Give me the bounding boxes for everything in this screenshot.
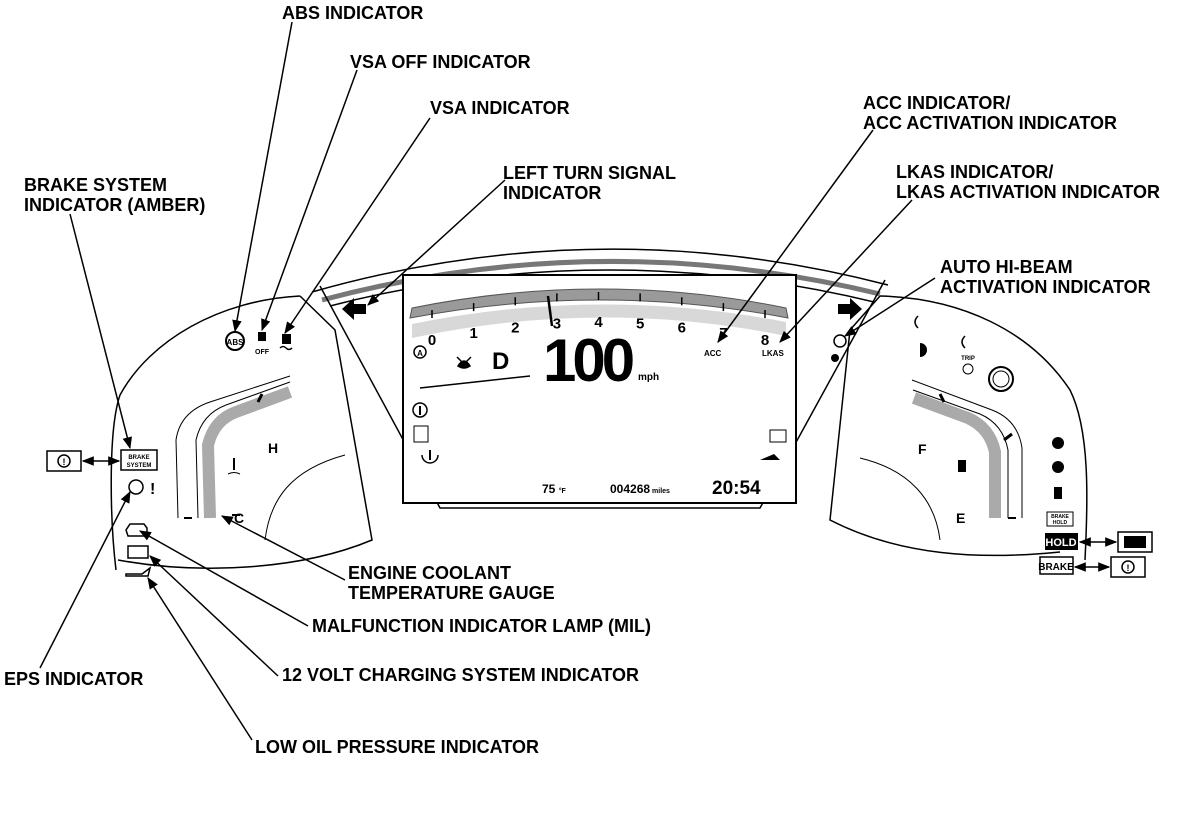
vsa-icon (279, 334, 293, 351)
fog-light-icon (914, 315, 919, 329)
gear-indicator: D (492, 348, 509, 375)
tach-tick-label: 8 (761, 332, 769, 349)
speed-unit: mph (638, 372, 659, 383)
low-oil-pressure-callout: LOW OIL PRESSURE INDICATOR (255, 737, 540, 757)
mil-callout: MALFUNCTION INDICATOR LAMP (MIL) (312, 616, 651, 636)
speedometer-readout: 100 (543, 327, 633, 394)
engine-mil-icon (125, 523, 148, 537)
brake-system-box-icon: BRAKE SYSTEM (120, 449, 158, 471)
vsa-off-indicator-label: VSA OFF INDICATOR (350, 52, 531, 72)
svg-text:ABS: ABS (227, 338, 245, 347)
info-icon (412, 402, 428, 418)
auto-high-beam-icon (833, 334, 847, 348)
leader-lines (39, 21, 936, 741)
clock: 20:54 (712, 478, 761, 499)
svg-text:!: ! (63, 457, 66, 467)
svg-text:BRAKE: BRAKE (128, 455, 149, 461)
oil-can-icon (125, 566, 152, 577)
high-beam-icon (920, 343, 927, 357)
tach-tick-label: 0 (428, 332, 436, 349)
svg-text:SYSTEM: SYSTEM (127, 463, 152, 469)
hold-warning-box-icon (1117, 531, 1153, 553)
trip-knob[interactable]: TRIP (961, 356, 1014, 392)
tach-tick-label: 2 (511, 319, 519, 336)
fuel-full-mark: F (918, 441, 927, 457)
acc-indicator-label: ACC (704, 349, 722, 358)
low-beam-icon (961, 335, 966, 349)
svg-text:HOLD: HOLD (1053, 520, 1068, 526)
svg-text:!: ! (150, 481, 155, 498)
temperature-cold-mark: C (234, 510, 244, 526)
brake-warning-right-box-icon: ! (1110, 556, 1146, 578)
lkas-indicator-label: LKAS (762, 349, 784, 358)
svg-text:HOLD: HOLD (1045, 537, 1076, 549)
right-turn-arrow-icon (838, 298, 862, 320)
outside-temperature: 75 °F (542, 482, 566, 496)
fuel-empty-mark: E (956, 510, 965, 526)
fuel-gauge-arc (859, 379, 1023, 541)
brake-warning-box-icon: ! (46, 450, 82, 472)
brake-box-icon: BRAKE (1038, 556, 1074, 575)
temperature-hot-mark: H (268, 440, 278, 456)
tach-tick-label: 6 (678, 319, 686, 336)
svg-text:OFF: OFF (255, 349, 270, 356)
tpms-icon (421, 450, 439, 464)
vsa-indicator-label: VSA INDICATOR (430, 98, 570, 118)
seat-belt-display-icon (413, 425, 429, 443)
battery-icon (127, 545, 149, 559)
tachometer-band (409, 288, 789, 338)
temperature-gauge-arc (175, 375, 346, 541)
road-line (419, 375, 531, 389)
hold-box-icon: HOLD (1045, 533, 1078, 550)
eps-icon: ! (128, 479, 155, 498)
vsa-off-icon: OFF (255, 332, 270, 356)
lkas-indicator-callout: LKAS INDICATOR/LKAS ACTIVATION INDICATOR (896, 162, 1160, 202)
front-collision-icon (760, 429, 787, 460)
eps-indicator-callout: EPS INDICATOR (4, 669, 144, 689)
svg-text:BRAKE: BRAKE (1038, 562, 1074, 573)
svg-text:BRAKE: BRAKE (1051, 514, 1069, 520)
econ-icon (456, 356, 472, 369)
airbag-icon (1052, 437, 1064, 449)
fuel-pump-small-icon (1054, 487, 1062, 499)
charging-system-callout: 12 VOLT CHARGING SYSTEM INDICATOR (282, 665, 640, 685)
auto-high-beam-dot-icon (831, 354, 839, 362)
abs-indicator-label: ABS INDICATOR (282, 3, 424, 23)
tach-tick-label: 4 (594, 314, 603, 331)
tach-tick-label: 3 (553, 315, 561, 332)
left-turn-arrow-icon (342, 298, 366, 320)
abs-icon: ABS (225, 331, 245, 351)
tach-tick-label: 1 (469, 325, 477, 342)
seat-belt-icon (1052, 461, 1064, 473)
tach-tick-label: 5 (636, 315, 644, 332)
acc-indicator-callout: ACC INDICATOR/ACC ACTIVATION INDICATOR (863, 93, 1117, 133)
brake-hold-small-icon: BRAKE HOLD (1046, 511, 1074, 527)
coolant-temperature-icon (227, 458, 241, 475)
svg-text:!: ! (1127, 563, 1130, 573)
svg-text:TRIP: TRIP (961, 356, 975, 362)
svg-text:A: A (417, 349, 423, 358)
fuel-pump-gauge-icon (958, 460, 966, 472)
a-stop-icon: A (413, 345, 427, 359)
